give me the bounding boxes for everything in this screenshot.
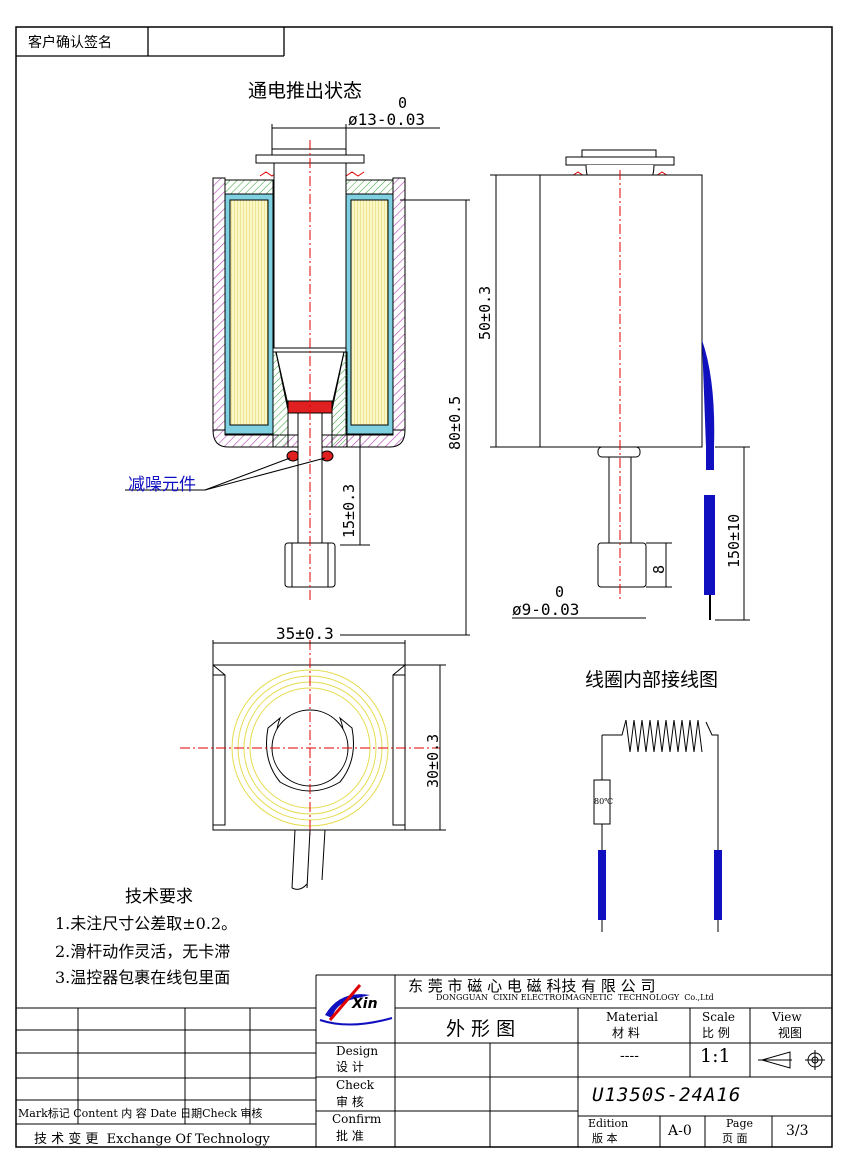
dim-total-length: 80±0.5	[446, 395, 464, 450]
check-label-en: Check	[336, 1078, 375, 1092]
dim-head-length: 8	[650, 564, 668, 574]
top-view	[180, 640, 440, 890]
coil-wiring	[593, 719, 722, 932]
customer-sign-label: 客户确认签名	[28, 35, 112, 51]
drawing-name: 外 形 图	[446, 1018, 516, 1040]
revision-header: Mark标记 Content 内 容 Date 日期Check 审核	[18, 1107, 263, 1120]
dim-body-length: 50±0.3	[476, 285, 494, 340]
view-label-en: View	[772, 1010, 802, 1024]
tech-req-item-2: 2.滑杆动作灵活，无卡滞	[55, 942, 231, 961]
company-logo	[319, 984, 393, 1026]
scale-value: 1:1	[700, 1045, 731, 1067]
dim-shaft-dia: ø9-0.03	[512, 600, 580, 619]
tech-req-title: 技术要求	[125, 887, 193, 907]
customer-sign-box	[16, 27, 285, 57]
edition-label-en: Edition	[588, 1117, 629, 1130]
noise-label: 减噪元件	[128, 475, 196, 495]
dim-lines-left	[271, 124, 470, 636]
edition-label-cn: 版 本	[592, 1132, 618, 1145]
view-label-cn: 视图	[778, 1026, 803, 1040]
projection-symbol-icon	[758, 1050, 825, 1070]
page-value: 3/3	[786, 1123, 809, 1139]
sheet-border	[15, 26, 833, 1148]
noise-leader	[125, 457, 326, 491]
dim-height: 30±0.3	[424, 733, 442, 788]
company-name-cn: 东 莞 市 磁 心 电 磁 科技 有 限 公 司	[408, 977, 656, 995]
view-title: 通电推出状态	[248, 80, 363, 102]
page-label-en: Page	[726, 1117, 754, 1130]
coil-title: 线圈内部接线图	[585, 669, 719, 691]
revision-footer: 技 术 变 更 Exchange Of Technology	[34, 1132, 270, 1147]
material-value: ----	[620, 1048, 639, 1064]
dim-stroke: 15±0.3	[340, 483, 358, 538]
page-label-cn: 页 面	[722, 1132, 748, 1145]
section-view	[212, 140, 406, 600]
dim-width: 35±0.3	[276, 624, 334, 643]
check-label-cn: 审 核	[336, 1095, 364, 1109]
material-label-en: Material	[606, 1010, 658, 1024]
confirm-label-cn: 批 准	[336, 1129, 364, 1143]
dim-shaft-tol: 0	[555, 583, 565, 601]
design-label-en: Design	[336, 1044, 379, 1058]
title-block	[16, 974, 832, 1147]
confirm-label-en: Confirm	[332, 1112, 382, 1126]
part-number: U1350S-24A16	[592, 1084, 742, 1106]
dim-plunger-dia: ø13-0.03	[348, 110, 426, 129]
tech-req-item-3: 3.温控器包裹在线包里面	[55, 968, 231, 987]
scale-label-cn: 比 例	[702, 1026, 730, 1040]
dim-lead-length: 150±10	[725, 513, 743, 568]
company-name-en: DONGGUAN CIXIN ELECTROIMAGNETIC TECHNOLO…	[436, 993, 714, 1002]
logo-text: Xin	[352, 996, 378, 1012]
dim-plunger-tol: 0	[398, 94, 408, 112]
edition-value: A-0	[668, 1123, 692, 1139]
dim-lines-right	[490, 174, 750, 621]
side-view	[539, 149, 715, 620]
tech-req-item-1: 1.未注尺寸公差取±0.2。	[55, 914, 238, 933]
thermostat-label: 80℃	[594, 797, 614, 806]
dim-lines-top	[212, 640, 446, 831]
design-label-cn: 设 计	[336, 1060, 364, 1074]
material-label-cn: 材 料	[612, 1026, 640, 1040]
scale-label-en: Scale	[702, 1010, 736, 1024]
